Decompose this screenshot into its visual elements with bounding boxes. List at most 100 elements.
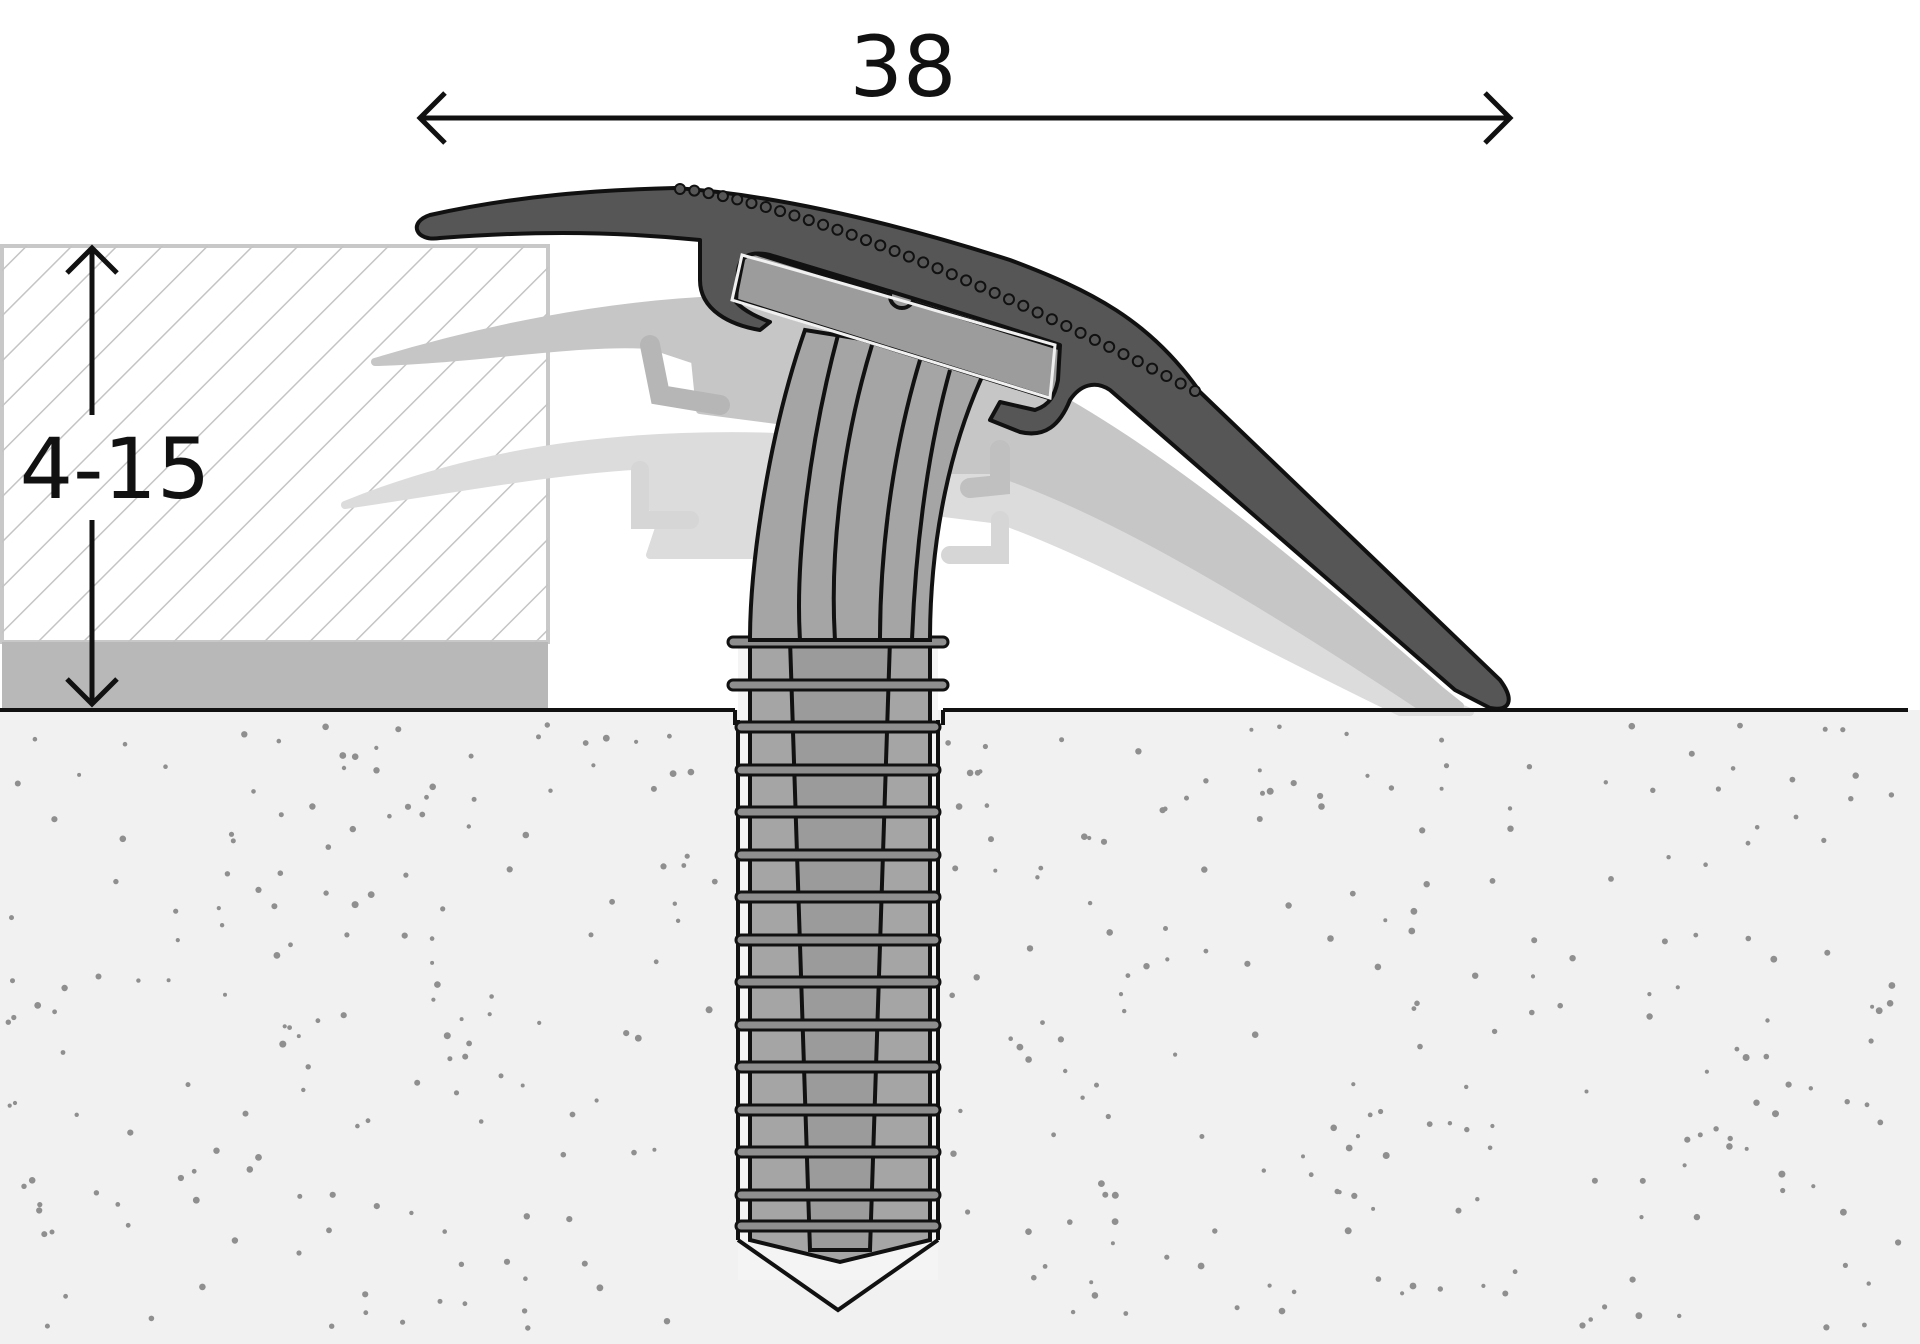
- serration-tooth: [1103, 340, 1116, 353]
- serration-tooth: [1003, 293, 1015, 306]
- dowel-rib: [734, 1018, 942, 1032]
- speckle-dot: [1098, 1180, 1105, 1187]
- serration-tooth: [931, 262, 944, 275]
- speckle-dot: [1490, 1123, 1495, 1129]
- speckle-dot: [1080, 1095, 1085, 1100]
- speckle-dot: [10, 978, 15, 984]
- speckle-dot: [1635, 1312, 1643, 1320]
- speckle-dot: [1164, 1254, 1170, 1260]
- speckle-dot: [1848, 796, 1854, 802]
- speckle-dot: [1745, 935, 1752, 942]
- serrated-top-edge: [674, 183, 1201, 397]
- serration-tooth: [788, 209, 801, 222]
- speckle-dot: [404, 803, 412, 810]
- serration-tooth: [1160, 370, 1173, 382]
- speckle-dot: [326, 1227, 332, 1234]
- speckle-dot: [1439, 737, 1445, 743]
- speckle-dot: [1040, 1020, 1045, 1025]
- speckle-dot: [1016, 1043, 1024, 1051]
- speckle-dot: [127, 1129, 134, 1136]
- speckle-dot: [471, 796, 477, 802]
- speckle-dot: [1715, 786, 1721, 792]
- underlay-strip: [2, 642, 548, 710]
- speckle-dot: [242, 1110, 249, 1117]
- speckle-dot: [1726, 1143, 1733, 1150]
- speckle-dot: [521, 1308, 528, 1314]
- speckle-dot: [1388, 785, 1395, 791]
- speckle-dot: [1785, 1081, 1792, 1088]
- serration-tooth: [1146, 362, 1159, 375]
- speckle-dot: [440, 906, 446, 912]
- speckle-dot: [434, 981, 441, 988]
- speckle-dot: [1531, 937, 1538, 944]
- speckle-dot: [44, 1323, 50, 1329]
- speckle-dot: [1808, 1086, 1814, 1091]
- speckle-dot: [993, 868, 998, 873]
- speckle-dot: [340, 1012, 347, 1019]
- speckle-dot: [363, 1310, 369, 1316]
- speckle-dot: [1419, 827, 1426, 834]
- speckle-dot: [41, 1231, 48, 1238]
- speckle-dot: [1646, 1013, 1653, 1020]
- serration-tooth: [802, 214, 815, 227]
- speckle-dot: [1789, 776, 1796, 783]
- speckle-dot: [1557, 1002, 1563, 1009]
- speckle-dot: [1067, 1219, 1073, 1225]
- speckle-dot: [95, 973, 102, 980]
- speckle-dot: [1063, 1068, 1068, 1074]
- serration-tooth: [860, 234, 872, 247]
- speckle-dot: [1417, 1043, 1423, 1050]
- expansion-dowel-icon: [726, 327, 994, 1313]
- speckle-dot: [1647, 992, 1652, 997]
- speckle-dot: [522, 831, 530, 839]
- speckle-dot: [1507, 806, 1513, 811]
- dowel-rib: [734, 933, 942, 947]
- speckle-dot: [520, 1083, 525, 1088]
- speckle-dot: [602, 734, 610, 742]
- speckle-dot: [1772, 1110, 1779, 1118]
- speckle-dot: [315, 1018, 321, 1024]
- speckle-dot: [609, 898, 615, 905]
- speckle-dot: [1038, 865, 1044, 871]
- speckle-dot: [119, 835, 127, 843]
- speckle-dot: [1608, 876, 1614, 882]
- speckle-dot: [1603, 780, 1609, 785]
- serration-tooth: [1174, 377, 1187, 390]
- speckle-dot: [596, 1284, 604, 1292]
- speckle-dot: [1730, 766, 1736, 771]
- speckle-dot: [255, 886, 262, 894]
- speckle-dot: [1408, 927, 1416, 935]
- speckle-dot: [1661, 938, 1668, 945]
- speckle-dot: [163, 764, 168, 769]
- speckle-dot: [1378, 1108, 1384, 1115]
- speckle-dot: [1602, 1304, 1608, 1310]
- speckle-dot: [1464, 1084, 1469, 1090]
- speckle-dot: [669, 770, 677, 777]
- speckle-dot: [458, 1261, 465, 1268]
- speckle-dot: [1042, 1264, 1048, 1269]
- speckle-dot: [1464, 1126, 1470, 1133]
- speckle-dot: [687, 768, 695, 776]
- speckle-dot: [1349, 890, 1356, 897]
- speckle-dot: [1472, 972, 1479, 979]
- speckle-dot: [301, 1087, 306, 1093]
- speckle-dot: [288, 942, 293, 948]
- speckle-dot: [36, 1207, 43, 1214]
- speckle-dot: [623, 1030, 630, 1037]
- speckle-dot: [1199, 1134, 1205, 1139]
- serration-tooth: [1017, 299, 1030, 312]
- speckle-dot: [1201, 866, 1208, 873]
- speckle-dot: [1383, 918, 1388, 923]
- speckle-dot: [355, 1123, 360, 1129]
- speckle-dot: [487, 1012, 492, 1017]
- speckle-dot: [631, 1149, 637, 1156]
- speckle-dot: [329, 1323, 335, 1329]
- speckle-dot: [1842, 1262, 1848, 1268]
- speckle-dot: [1888, 982, 1896, 989]
- speckle-dot: [1591, 1177, 1598, 1184]
- speckle-dot: [228, 831, 235, 837]
- speckle-dot: [1811, 1184, 1816, 1189]
- speckle-dot: [650, 785, 657, 792]
- serration-tooth: [1031, 306, 1044, 319]
- speckle-dot: [1334, 1188, 1340, 1195]
